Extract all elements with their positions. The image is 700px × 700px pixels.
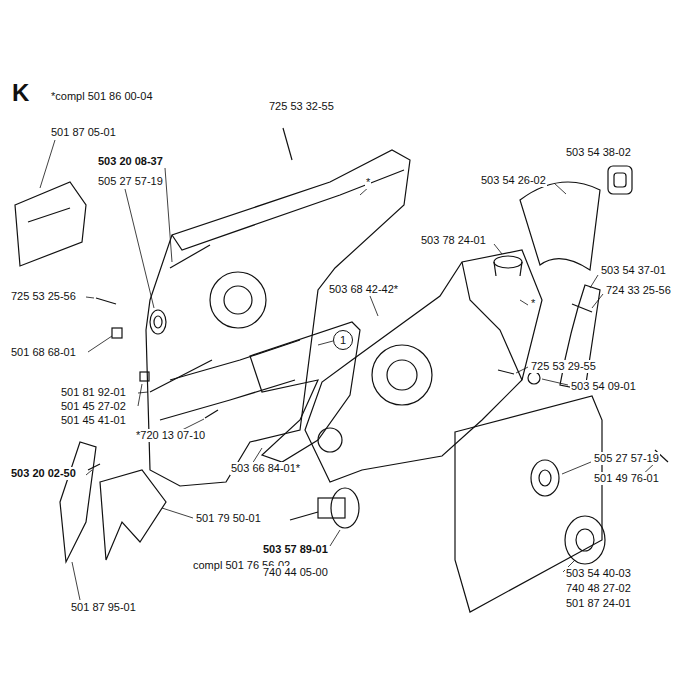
screw (170, 245, 210, 268)
crankcase-detail (172, 170, 404, 250)
part-number: 503 54 40-03 (565, 567, 632, 580)
part-number: 501 81 92-01 (60, 386, 127, 399)
crankcase-detail (160, 380, 295, 420)
callout-number: 1 (340, 334, 346, 346)
seal (150, 310, 166, 334)
part-number: 501 79 50-01 (195, 512, 262, 525)
screw (498, 370, 514, 374)
pin (205, 410, 218, 418)
port (318, 428, 342, 452)
part-number: 725 53 29-55 (530, 360, 597, 373)
leader-lines (40, 140, 656, 600)
part-number: 501 49 76-01 (593, 472, 660, 485)
part-number: 503 68 42-42* (328, 283, 399, 296)
rubber-buffer (614, 173, 626, 187)
part-number: 740 44 05-00 (262, 566, 329, 579)
grommet (528, 372, 540, 384)
part-number: 724 33 25-56 (605, 284, 672, 297)
rubber-buffer (608, 166, 632, 194)
pump (290, 512, 318, 520)
part-number: * (530, 297, 536, 310)
part-number: 501 45 41-01 (60, 414, 127, 427)
nut (112, 328, 122, 338)
part-number: 501 87 95-01 (70, 601, 137, 614)
part-number: 503 66 84-01* (230, 462, 301, 475)
part-number: 725 53 32-55 (268, 100, 335, 113)
part-number: 503 20 08-37 (97, 155, 164, 168)
bearing-seat (372, 345, 432, 405)
screw (88, 464, 100, 470)
screw (572, 304, 592, 312)
seal (539, 470, 551, 486)
bumper-plate (60, 442, 96, 562)
crankcase-detail (462, 262, 522, 380)
part-number: 503 54 38-02 (565, 146, 632, 159)
nut (140, 372, 149, 381)
bearing-seat (210, 272, 266, 328)
part-number: 501 45 27-02 (60, 400, 127, 413)
pump (318, 498, 345, 518)
part-number: 740 48 27-02 (565, 582, 632, 595)
part-number: 503 20 02-50 (10, 467, 77, 480)
oil-cap (494, 256, 522, 268)
bearing-seat (224, 286, 252, 314)
seal (154, 316, 162, 328)
screw (96, 298, 116, 304)
cover-plate (520, 182, 600, 270)
section-letter: K (12, 80, 29, 106)
oil-cap (520, 262, 522, 276)
screw (283, 128, 292, 160)
part-number: * (365, 176, 371, 189)
guide-plate (560, 285, 600, 390)
part-number: 501 87 24-01 (565, 597, 632, 610)
chain-guide-plate (15, 182, 86, 266)
part-number: 501 87 05-01 (50, 126, 117, 139)
part-number: 501 68 68-01 (10, 346, 77, 359)
clutch-drum (576, 529, 594, 551)
bearing-seat (387, 360, 417, 390)
part-number: 503 54 37-01 (600, 264, 667, 277)
part-number: 503 54 09-01 (570, 380, 637, 393)
clutch-drum (565, 516, 605, 564)
part-number: 503 57 89-01 (262, 543, 329, 556)
seal (531, 460, 559, 496)
part-number: 725 53 25-56 (10, 290, 77, 303)
part-number: 503 54 26-02 (480, 174, 547, 187)
oil-cap (494, 262, 496, 276)
chain-guide-plate (28, 208, 70, 222)
part-number: *compl 501 86 00-04 (50, 90, 154, 103)
part-number: *720 13 07-10 (135, 429, 206, 442)
bolt (150, 360, 212, 392)
part-number: 505 27 57-19 (97, 175, 164, 188)
gasket (250, 322, 360, 462)
part-number: 503 78 24-01 (420, 234, 487, 247)
crankcase-right (305, 250, 542, 482)
callout-circle: 1 (333, 330, 353, 350)
chain-catcher (100, 470, 166, 560)
part-number: 505 27 57-19 (593, 452, 660, 465)
